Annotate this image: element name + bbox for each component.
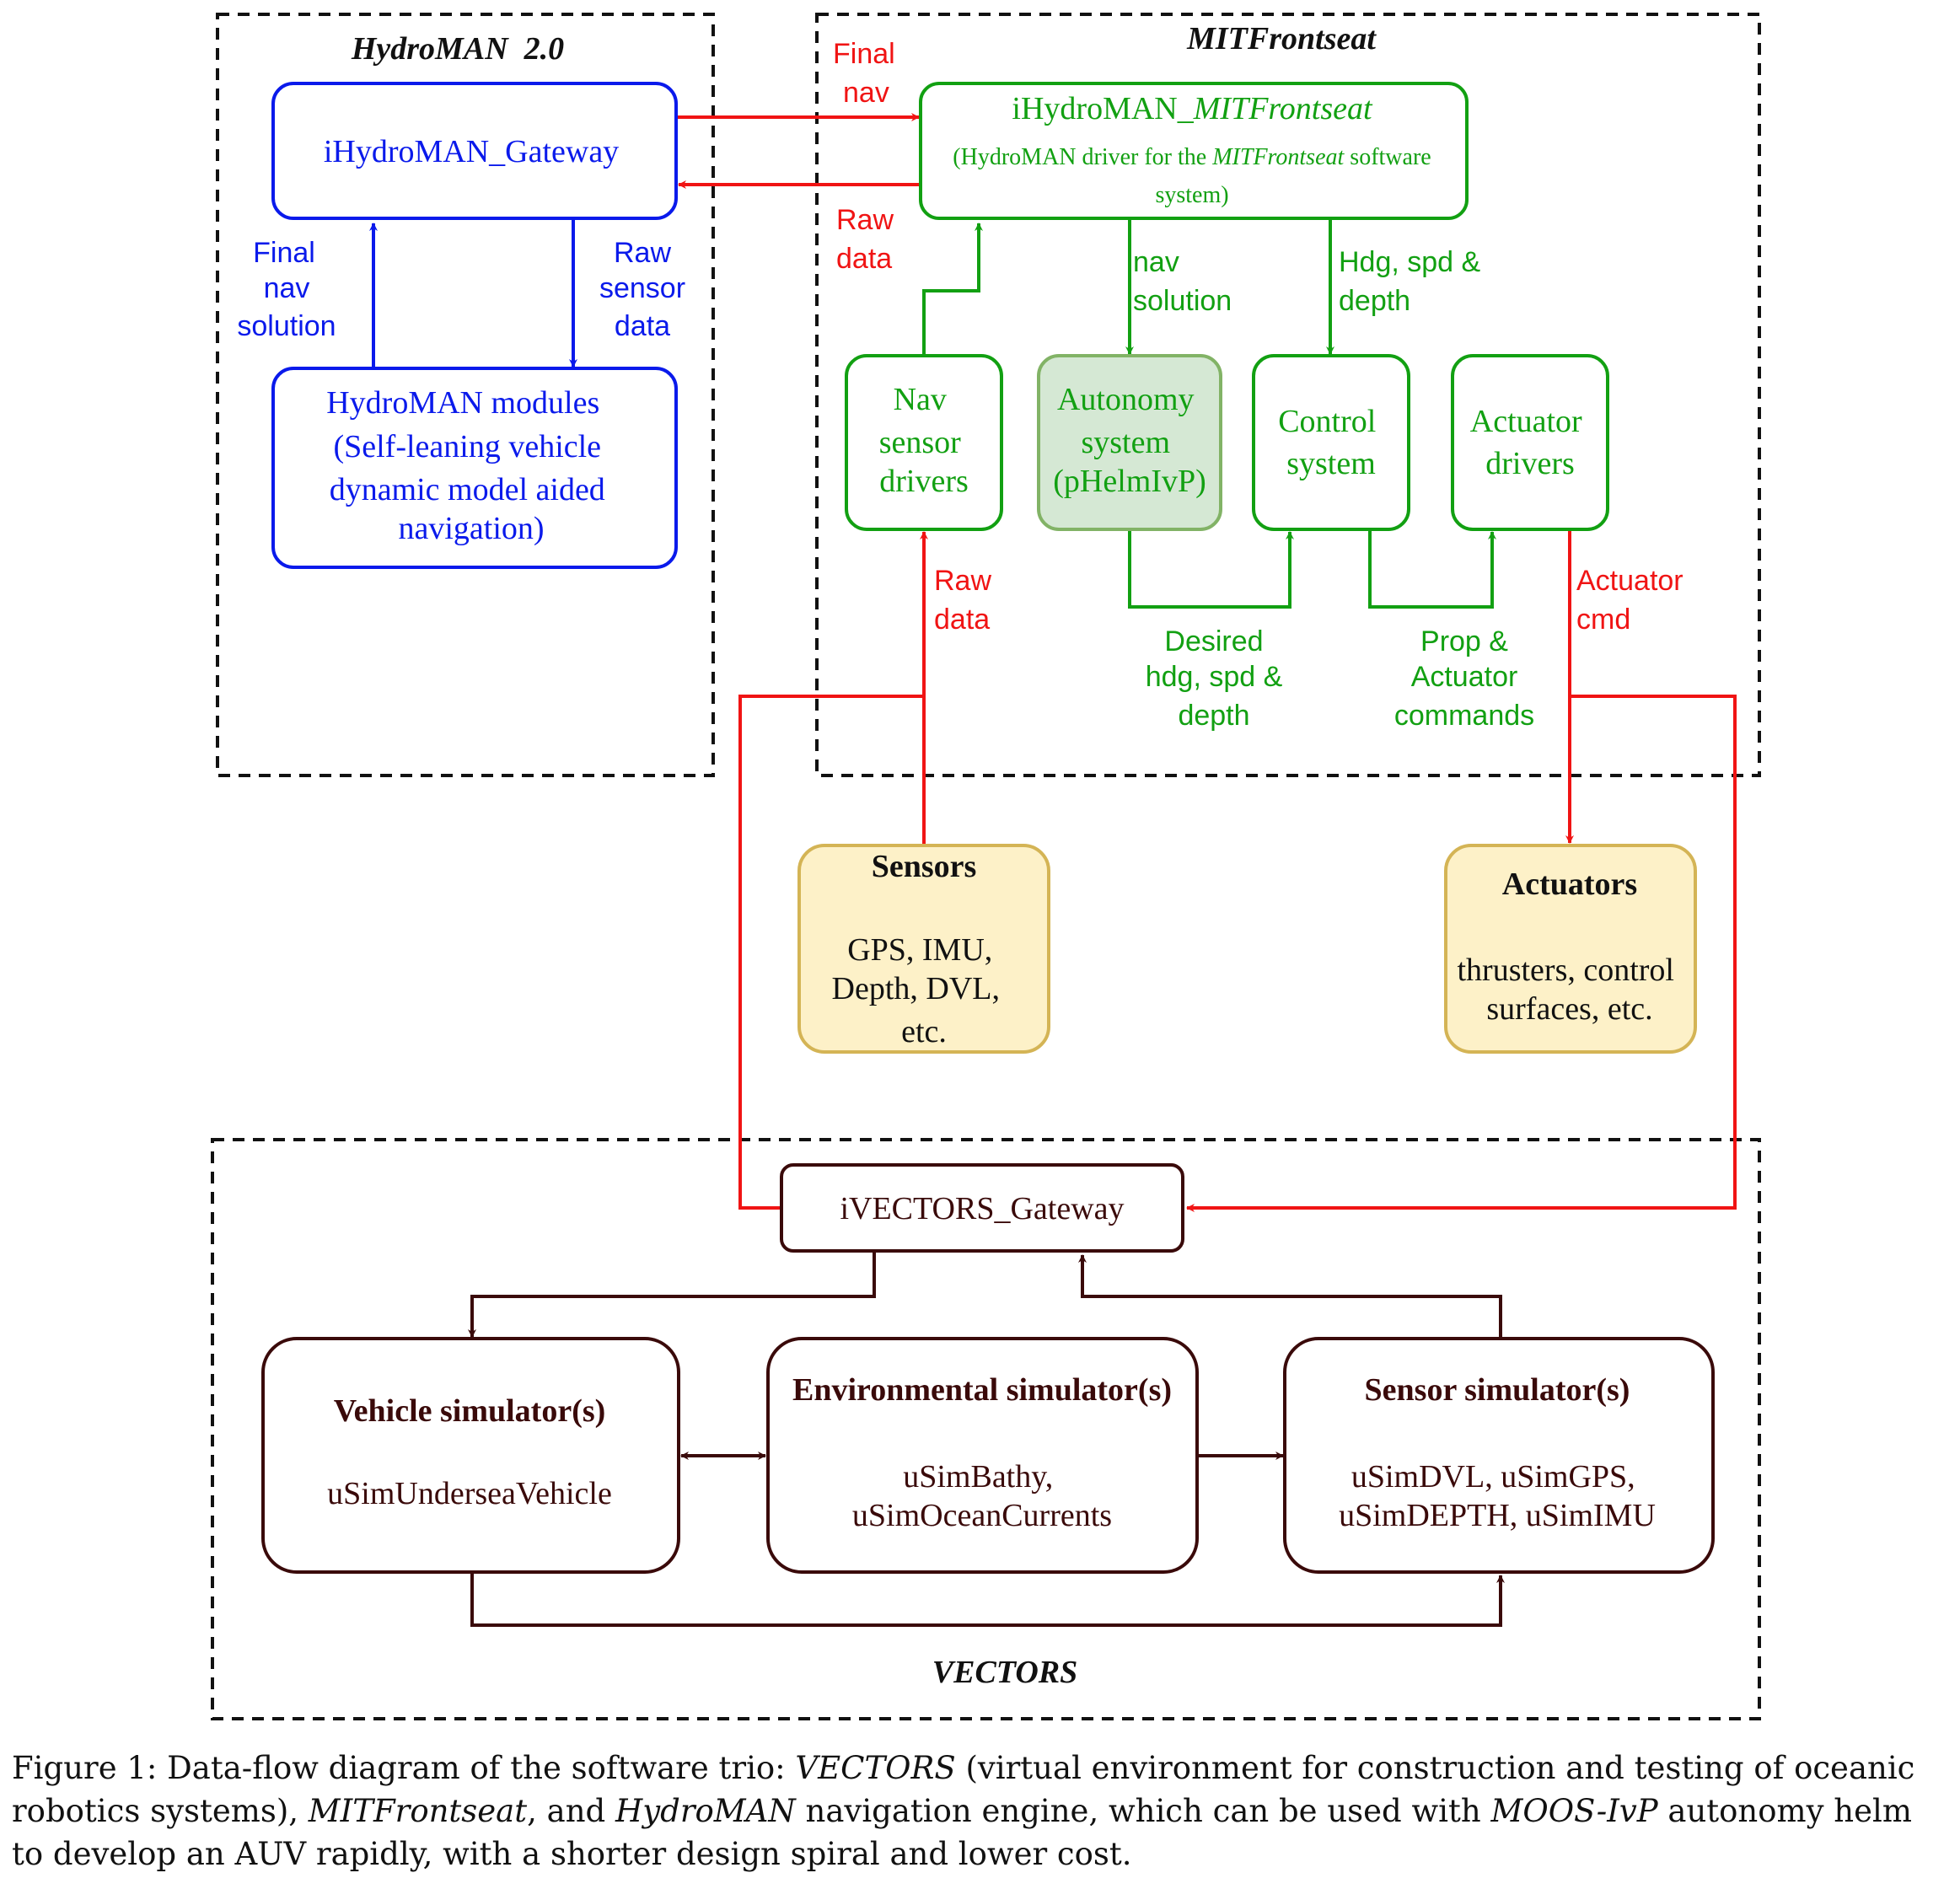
sensor-simulator-title: Sensor simulator(s) [1365, 1372, 1630, 1408]
edge-vectors-to-raw-data [738, 695, 924, 1210]
node-sensors: Sensors GPS, IMU, Depth, DVL, etc. [797, 844, 1050, 1054]
hydroman-group-title: HydroMAN 2.0 [351, 31, 564, 67]
edge-desired [1128, 529, 1294, 609]
edge-vehicle-to-sensor-sim [470, 1572, 1505, 1627]
node-control-system: Control system [1252, 354, 1410, 531]
vectors-group-title: VECTORS [932, 1655, 1077, 1690]
sensor-simulator-body: uSimDVL, uSimGPS, uSimDEPTH, uSimIMU [1339, 1459, 1656, 1533]
ihydroman-gateway-label: iHydroMAN_Gateway [324, 134, 619, 169]
edge-actuator-cmd-to-vectors [1186, 695, 1737, 1212]
vectors-group-border [211, 1138, 1761, 1720]
autonomy-system-label: Autonomy system (pHelmIvP) [1053, 382, 1206, 499]
node-sensor-simulator: Sensor simulator(s) uSimDVL, uSimGPS, uS… [1283, 1337, 1715, 1574]
sensors-body: GPS, IMU, Depth, DVL, etc. [832, 932, 1008, 1049]
hydroman-group-border [216, 13, 715, 777]
node-hydroman-modules: HydroMAN modules (Self-leaning vehicle d… [271, 367, 678, 569]
edge-nav-to-ihydroman [922, 223, 983, 354]
caption-line-3: to develop an AUV rapidly, with a shorte… [12, 1836, 1132, 1872]
environmental-simulator-title: Environmental simulator(s) [792, 1372, 1172, 1408]
caption-line-2: robotics systems), MITFrontseat, and Hyd… [12, 1793, 1912, 1829]
sensors-title: Sensors [872, 849, 977, 884]
ihydroman-mitfrontseat-label: iHydroMAN_MITFrontseat [1012, 91, 1373, 126]
node-ihydroman-mitfrontseat: iHydroMAN_MITFrontseat (HydroMAN driver … [919, 82, 1469, 220]
caption-line-1: Figure 1: Data-flow diagram of the softw… [12, 1750, 1915, 1786]
node-nav-sensor-drivers: Nav sensor drivers [845, 354, 1003, 531]
actuators-title: Actuators [1502, 867, 1637, 902]
edge-prop-actuator [1368, 529, 1496, 609]
control-system-label: Control system [1278, 404, 1384, 481]
vehicle-simulator-title: Vehicle simulator(s) [334, 1393, 606, 1429]
nav-sensor-drivers-label: Nav sensor drivers [879, 382, 969, 499]
node-ivectors-gateway: iVECTORS_Gateway [780, 1163, 1184, 1253]
mitfrontseat-group-border [815, 13, 1761, 777]
figure-caption: Figure 1: Data-flow diagram of the softw… [12, 1747, 1955, 1876]
hydroman-modules-label: HydroMAN modules (Self-leaning vehicle d… [326, 385, 613, 546]
ihydroman-mitfrontseat-desc-2: system) [1155, 182, 1228, 208]
actuator-drivers-label: Actuator drivers [1470, 404, 1590, 481]
node-actuator-drivers: Actuator drivers [1451, 354, 1609, 531]
node-vehicle-simulator: Vehicle simulator(s) uSimUnderseaVehicle [261, 1337, 680, 1574]
environmental-simulator-body: uSimBathy, uSimOceanCurrents [852, 1459, 1112, 1533]
node-actuators: Actuators thrusters, control surfaces, e… [1444, 844, 1697, 1054]
node-environmental-simulator: Environmental simulator(s) uSimBathy, uS… [766, 1337, 1199, 1574]
edge-sensor-sim-to-gateway [1078, 1254, 1502, 1337]
ivectors-gateway-label: iVECTORS_Gateway [840, 1191, 1124, 1226]
node-autonomy-system: Autonomy system (pHelmIvP) [1037, 354, 1222, 531]
vehicle-simulator-body: uSimUnderseaVehicle [327, 1476, 612, 1511]
mitfrontseat-group-title: MITFrontseat [1186, 21, 1377, 56]
actuators-body: thrusters, control surfaces, etc. [1457, 953, 1682, 1027]
node-ihydroman-gateway: iHydroMAN_Gateway [271, 82, 678, 220]
label-hdg-spd-depth: Hdg, spd &depth [1339, 246, 1481, 317]
edge-gateway-to-vehicle-sim [468, 1253, 876, 1338]
ihydroman-mitfrontseat-desc: (HydroMAN driver for the MITFrontseat so… [953, 144, 1431, 170]
